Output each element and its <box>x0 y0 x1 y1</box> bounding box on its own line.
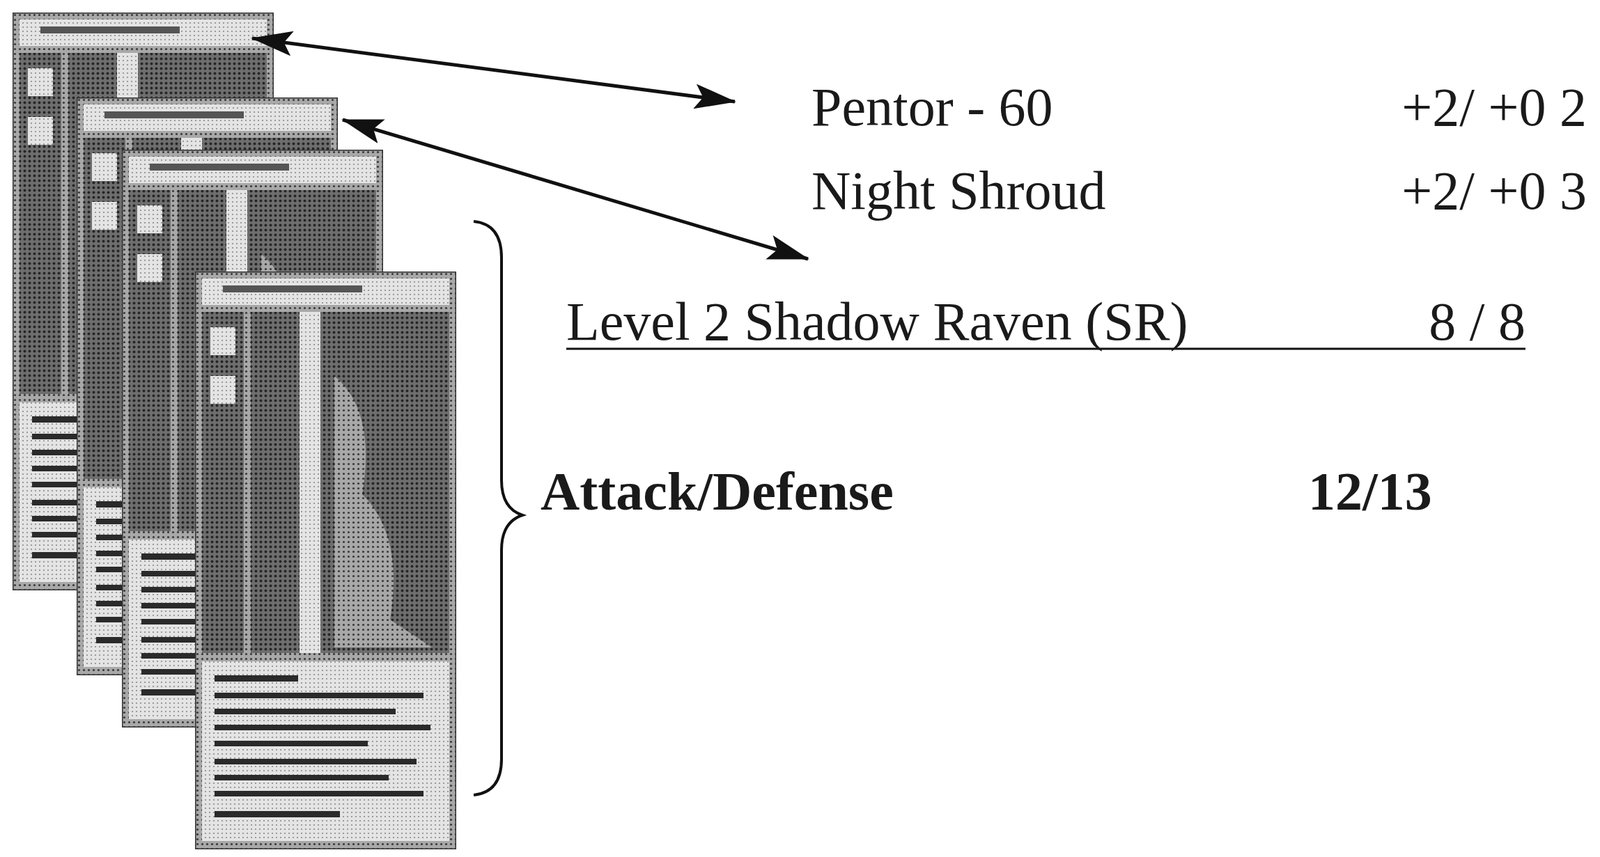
total-value: 12/13 <box>1308 464 1433 519</box>
stat-value: +2/ +0 2 <box>1401 80 1587 135</box>
pointer-arrow <box>252 38 735 102</box>
stat-value: 8 / 8 <box>1428 294 1526 349</box>
card-name: Pentor - 60 <box>811 80 1054 135</box>
total-label: Attack/Defense <box>540 464 894 519</box>
card-picture <box>195 271 457 850</box>
card-name: Level 2 Shadow Raven (SR) <box>566 294 1189 349</box>
pointer-arrow <box>342 119 809 260</box>
brace <box>473 221 523 796</box>
card-name: Night Shroud <box>811 163 1107 219</box>
stat-value: +2/ +0 3 <box>1401 163 1587 219</box>
